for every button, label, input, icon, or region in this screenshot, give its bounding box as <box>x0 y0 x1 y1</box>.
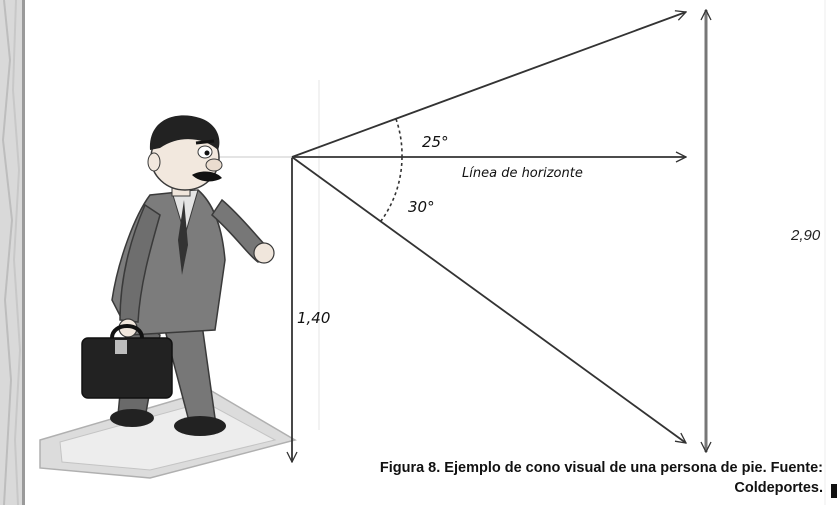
horizon-label: Línea de horizonte <box>462 166 583 181</box>
caption-line-1: Figura 8. Ejemplo de cono visual de una … <box>379 460 823 476</box>
person-illustration <box>81 115 275 436</box>
upper-angle-label: 25° <box>422 133 449 151</box>
page-edge-texture <box>0 0 25 505</box>
caption-line-2: Coldeportes. <box>734 480 823 496</box>
angle-arc-lower <box>380 156 403 222</box>
floor-mat <box>39 389 297 479</box>
lower-sight-line <box>291 156 686 443</box>
lower-angle-label: 30° <box>408 198 435 216</box>
total-height-label: 2,90 <box>790 227 821 244</box>
upper-sight-line <box>291 12 686 158</box>
eye-height-label: 1,40 <box>297 309 330 327</box>
angle-arc-upper <box>395 118 403 158</box>
caption-side-mark <box>831 484 837 498</box>
figure-caption: Figura 8. Ejemplo de cono visual de una … <box>123 458 823 498</box>
